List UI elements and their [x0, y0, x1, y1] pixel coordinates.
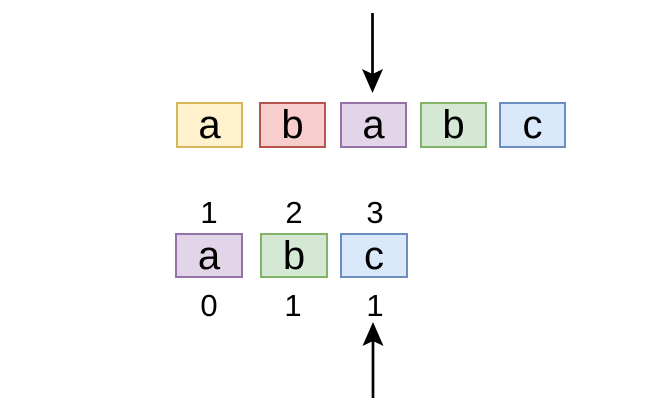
top-row-cell-5: c [499, 102, 566, 148]
top-row-cell-3: a [340, 102, 407, 148]
down-arrow-icon [362, 13, 383, 93]
label-above-1: 1 [200, 195, 218, 230]
label-below-3: 1 [366, 288, 384, 323]
top-row-cell-4: b [420, 102, 487, 148]
up-arrow-icon [362, 322, 384, 398]
bottom-row-cell-3: c [340, 233, 408, 278]
bottom-row-cell-2: b [260, 233, 328, 278]
bottom-row-cell-1: a [175, 233, 243, 278]
label-below-1: 0 [200, 288, 218, 323]
label-above-2: 2 [285, 195, 303, 230]
label-below-2: 1 [284, 288, 302, 323]
top-row-cell-1: a [176, 102, 243, 148]
label-above-3: 3 [366, 195, 384, 230]
top-row-cell-2: b [259, 102, 326, 148]
